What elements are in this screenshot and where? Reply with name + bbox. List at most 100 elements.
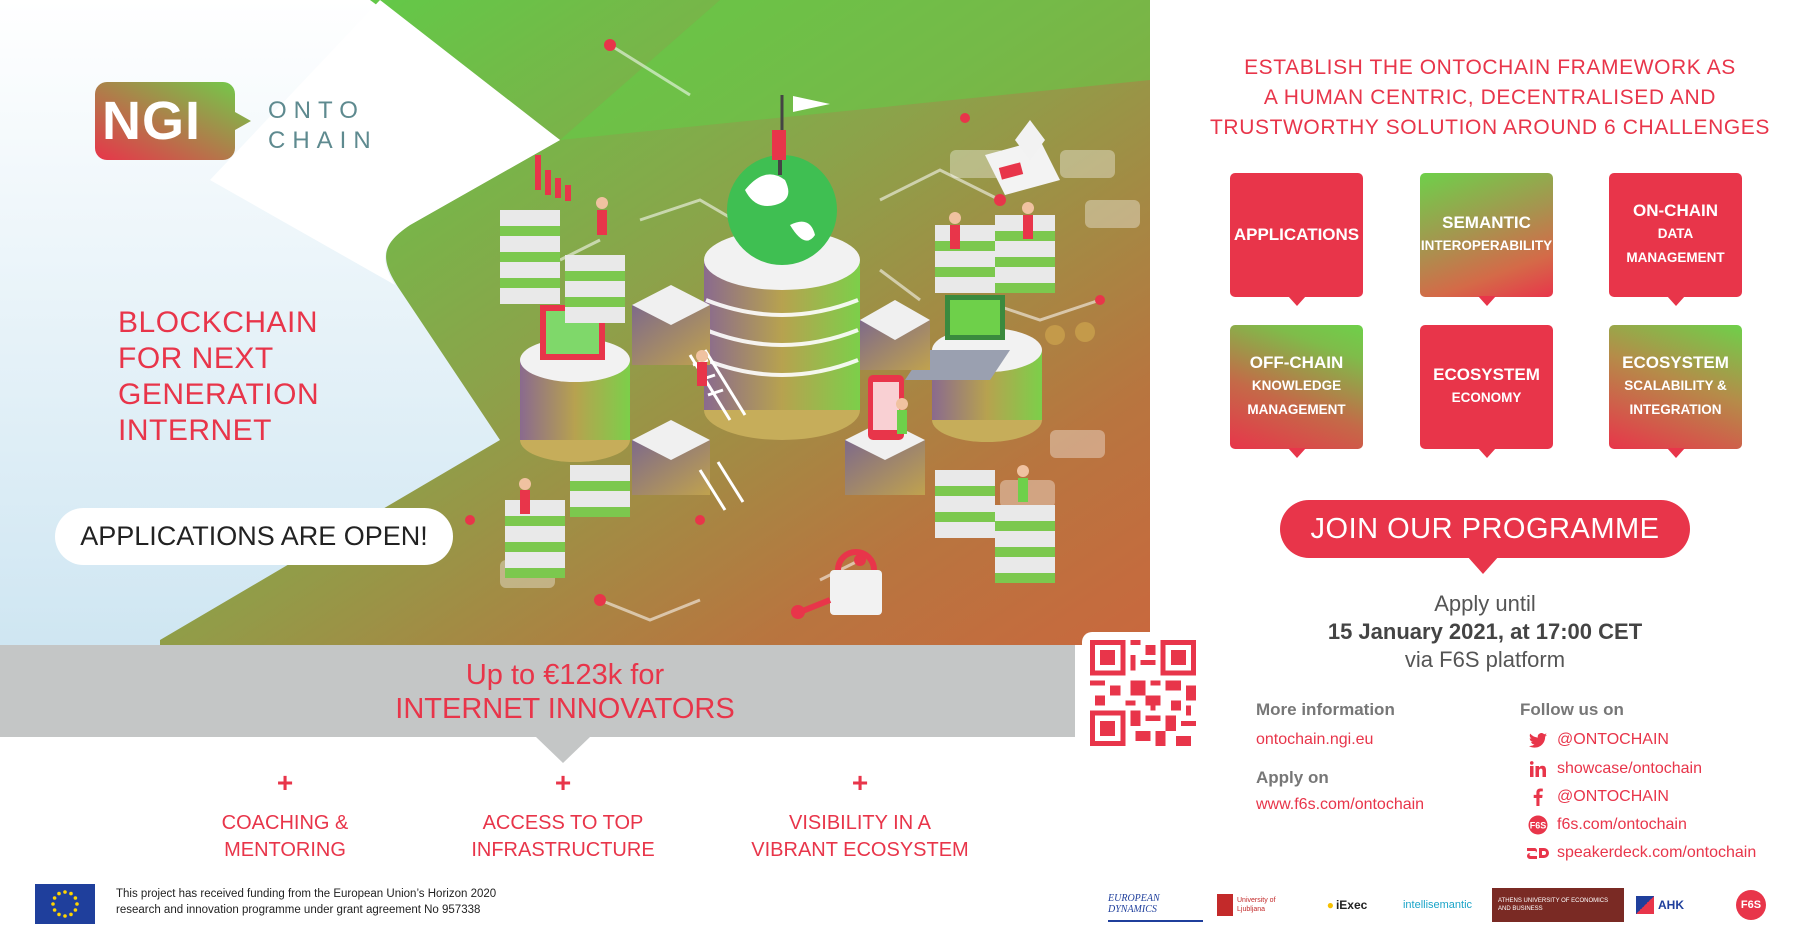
headline: BLOCKCHAIN FOR NEXT GENERATION INTERNET xyxy=(118,305,418,449)
headline-line: FOR NEXT xyxy=(118,342,274,375)
follow-text: @ONTOCHAIN xyxy=(1557,731,1669,748)
partner-logo-european-dynamics: EUROPEAN DYNAMICS xyxy=(1108,888,1203,922)
banner-line-2: INTERNET INNOVATORS xyxy=(395,693,735,725)
mission-line: ESTABLISH THE ONTOCHAIN FRAMEWORK AS xyxy=(1244,56,1736,79)
follow-linkedin[interactable]: showcase/ontochain xyxy=(1527,757,1702,781)
challenge-card-scalability[interactable]: ECOSYSTEM SCALABILITY & INTEGRATION xyxy=(1609,325,1742,458)
ngi-logo-mark: NGI xyxy=(102,91,202,151)
card-pointer xyxy=(1477,448,1496,458)
wordmark-line-1: ONTO xyxy=(268,97,365,124)
join-button-pointer xyxy=(1467,556,1499,574)
challenge-card-off-chain[interactable]: OFF-CHAIN KNOWLEDGE MANAGEMENT xyxy=(1230,325,1363,458)
ahk-mark-icon xyxy=(1636,896,1654,914)
ontochain-wordmark: ONTO CHAIN xyxy=(268,96,378,156)
more-info-label: More information xyxy=(1256,700,1395,719)
card-pointer xyxy=(1666,296,1685,306)
follow-text: f6s.com/ontochain xyxy=(1557,816,1687,833)
apply-date: 15 January 2021, at 17:00 CET xyxy=(1327,619,1643,644)
challenge-title: APPLICATIONS xyxy=(1233,225,1360,244)
apply-deadline: Apply until 15 January 2021, at 17:00 CE… xyxy=(1280,590,1690,674)
iexec-mark-icon: ● xyxy=(1326,898,1334,912)
follow-speakerdeck[interactable]: speakerdeck.com/ontochain xyxy=(1527,841,1756,865)
banner-line-1: Up to €123k for xyxy=(465,659,665,691)
apply-line: Apply until xyxy=(1434,591,1536,616)
challenge-card-on-chain[interactable]: ON-CHAIN DATA MANAGEMENT xyxy=(1609,173,1742,306)
card-pointer xyxy=(1477,296,1496,306)
hero-illustration xyxy=(0,0,1150,645)
challenge-subtitle: ECONOMY xyxy=(1451,390,1522,405)
headline-line: INTERNET xyxy=(118,414,272,447)
challenge-title: ON-CHAIN xyxy=(1633,201,1718,220)
partner-logo-iexec: ● iExec xyxy=(1318,888,1376,922)
mission-line: A HUMAN CENTRIC, DECENTRALISED AND xyxy=(1263,86,1717,109)
plus-icon: + xyxy=(554,767,572,798)
challenge-subtitle: INTEROPERABILITY xyxy=(1420,238,1553,253)
f6s-icon: F6S xyxy=(1527,815,1549,835)
twitter-icon xyxy=(1527,730,1549,750)
follow-facebook[interactable]: @ONTOCHAIN xyxy=(1527,785,1669,809)
benefit-line: INFRASTRUCTURE xyxy=(471,839,655,861)
partner-name: iExec xyxy=(1335,898,1368,912)
card-pointer xyxy=(1666,448,1685,458)
challenge-card-economy[interactable]: ECOSYSTEM ECONOMY xyxy=(1420,325,1553,458)
funding-line: research and innovation programme under … xyxy=(116,904,481,916)
benefit-line: VISIBILITY IN A xyxy=(789,812,931,834)
plus-icon: + xyxy=(851,767,869,798)
ngi-logo xyxy=(95,82,255,160)
partner-logo-ahk: AHK xyxy=(1636,888,1724,922)
card-pointer xyxy=(1287,448,1306,458)
partner-name: AHK xyxy=(1658,898,1684,912)
university-crest-icon xyxy=(1217,894,1233,916)
benefit-visibility: + VISIBILITY IN A VIBRANT ECOSYSTEM xyxy=(730,768,990,864)
applications-open-pill: APPLICATIONS ARE OPEN! xyxy=(55,508,453,565)
challenge-title: ECOSYSTEM xyxy=(1622,353,1729,372)
website-link[interactable]: ontochain.ngi.eu xyxy=(1256,731,1374,748)
benefit-line: ACCESS TO TOP xyxy=(482,812,644,834)
card-pointer xyxy=(1287,296,1306,306)
challenge-title: ECOSYSTEM xyxy=(1433,365,1540,384)
challenge-subtitle: KNOWLEDGE MANAGEMENT xyxy=(1247,378,1346,417)
apply-line: via F6S platform xyxy=(1404,647,1566,672)
challenge-card-applications[interactable]: APPLICATIONS xyxy=(1230,173,1363,306)
partner-logo-f6s: F6S xyxy=(1736,890,1766,920)
follow-text: showcase/ontochain xyxy=(1557,760,1702,777)
mission-line: TRUSTWORTHY SOLUTION AROUND 6 CHALLENGES xyxy=(1210,116,1770,139)
speakerdeck-icon xyxy=(1527,843,1549,863)
challenge-title: OFF-CHAIN xyxy=(1249,353,1344,372)
funding-acknowledgement: This project has received funding from t… xyxy=(116,886,496,918)
follow-text: @ONTOCHAIN xyxy=(1557,788,1669,805)
follow-f6s[interactable]: F6S f6s.com/ontochain xyxy=(1527,813,1687,837)
challenge-subtitle: SCALABILITY & INTEGRATION xyxy=(1624,378,1727,417)
plus-icon: + xyxy=(276,767,294,798)
partner-logo-intellisemantic: intellisemantic xyxy=(1402,899,1473,911)
headline-line: GENERATION xyxy=(118,378,320,411)
apply-on-label: Apply on xyxy=(1256,768,1329,787)
benefit-line: MENTORING xyxy=(224,839,346,861)
benefit-coaching: + COACHING & MENTORING xyxy=(155,768,415,864)
funding-line: This project has received funding from t… xyxy=(116,888,497,900)
benefit-line: COACHING & xyxy=(221,812,349,834)
qr-code[interactable] xyxy=(1082,632,1204,754)
challenge-title: SEMANTIC xyxy=(1442,213,1531,232)
join-programme-button[interactable]: JOIN OUR PROGRAMME xyxy=(1280,500,1690,558)
linkedin-icon xyxy=(1527,759,1549,779)
svg-text:F6S: F6S xyxy=(1530,821,1547,831)
challenge-subtitle: DATA MANAGEMENT xyxy=(1626,226,1725,265)
follow-label: Follow us on xyxy=(1520,700,1624,719)
facebook-icon xyxy=(1527,787,1549,807)
headline-line: BLOCKCHAIN xyxy=(118,306,319,339)
benefit-line: VIBRANT ECOSYSTEM xyxy=(751,839,969,861)
follow-text: speakerdeck.com/ontochain xyxy=(1557,844,1757,861)
partner-name: University of Ljubljana xyxy=(1237,897,1276,913)
f6s-apply-link[interactable]: www.f6s.com/ontochain xyxy=(1256,796,1425,813)
mission-statement: ESTABLISH THE ONTOCHAIN FRAMEWORK AS A H… xyxy=(1180,53,1800,143)
partner-logo-university-ljubljana: University of Ljubljana xyxy=(1215,888,1300,922)
funding-banner xyxy=(0,645,1075,763)
challenge-card-semantic[interactable]: SEMANTIC INTEROPERABILITY xyxy=(1420,173,1553,306)
benefit-infrastructure: + ACCESS TO TOP INFRASTRUCTURE xyxy=(433,768,693,864)
eu-flag-icon xyxy=(35,884,95,924)
partner-logo-aueb: ATHENS UNIVERSITY OF ECONOMICS AND BUSIN… xyxy=(1492,888,1624,922)
follow-twitter[interactable]: @ONTOCHAIN xyxy=(1527,728,1669,752)
funding-banner-text: Up to €123k for INTERNET INNOVATORS xyxy=(320,658,810,726)
wordmark-line-2: CHAIN xyxy=(268,127,378,154)
